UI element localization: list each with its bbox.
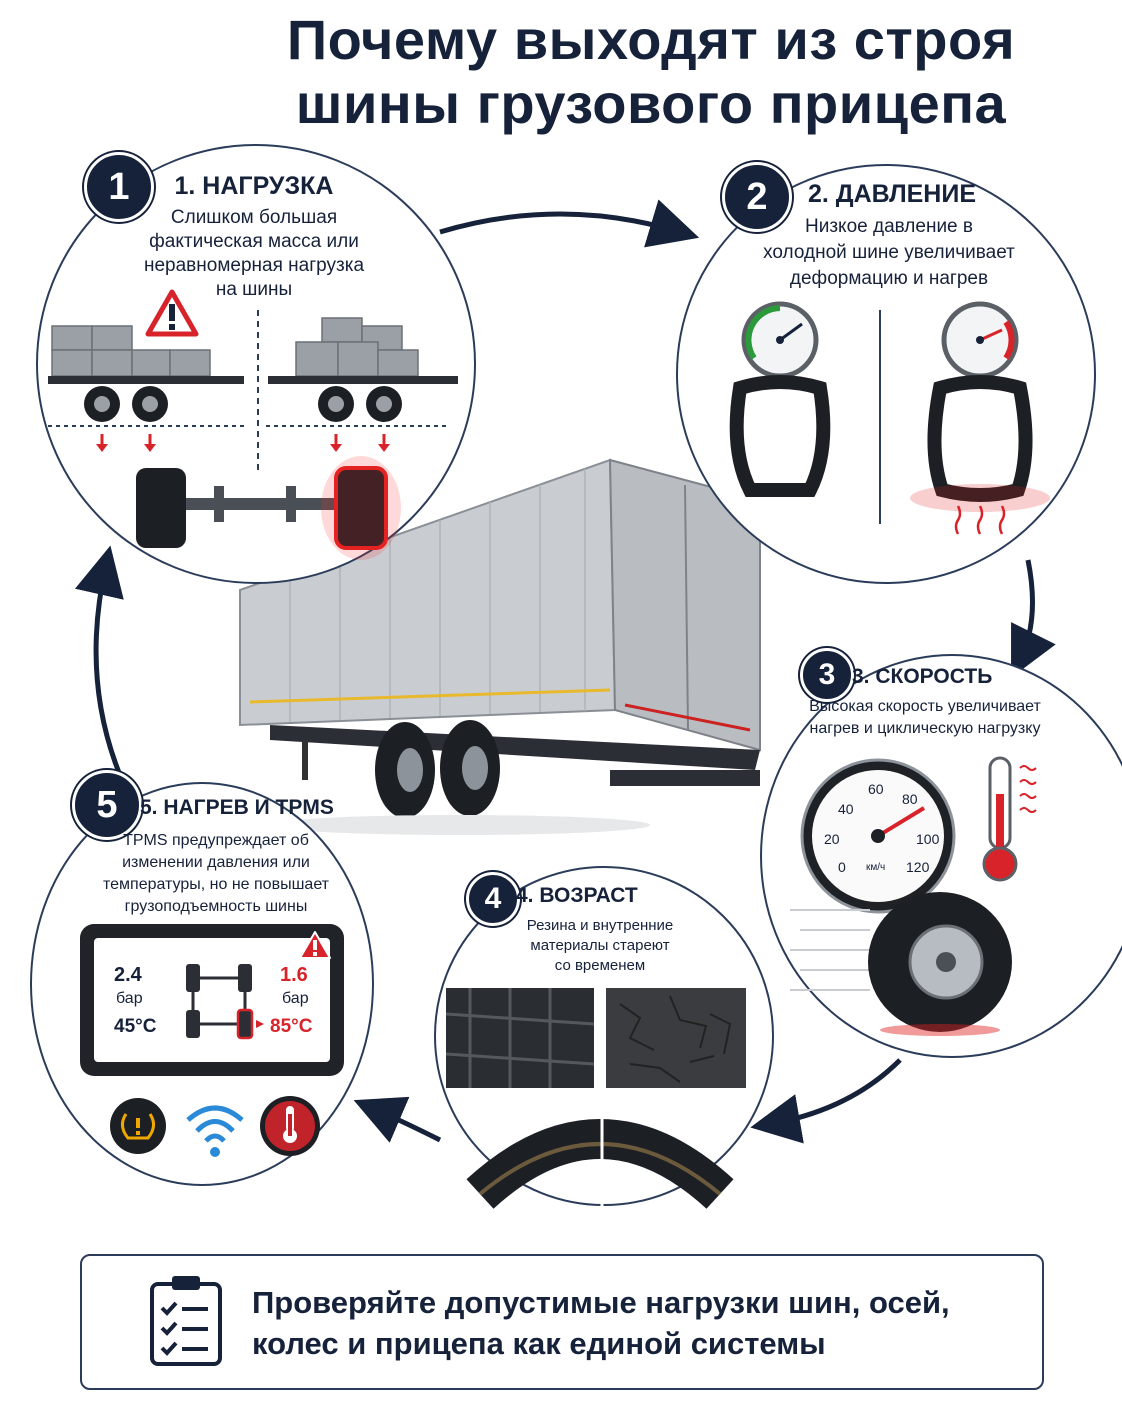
arrow-1-to-2 — [439, 199, 700, 248]
step-4-line-2: материалы стареют — [530, 937, 670, 954]
axle-top-view — [136, 456, 401, 560]
right-unit: бар — [282, 990, 309, 1007]
speed-unit: км/ч — [866, 862, 885, 873]
speed-tick-100: 100 — [916, 831, 940, 847]
step-5-badge: 5 — [72, 770, 142, 840]
step-4-badge: 4 — [466, 872, 520, 926]
step-2-pressure-circle — [676, 164, 1096, 584]
page-title: Почему выходят из строя шины грузового п… — [0, 8, 1122, 136]
right-temperature: 85°C — [270, 1016, 313, 1037]
tpms-screen: 2.4 бар 45°C 1.6 бар 85°C — [94, 938, 330, 1062]
step-4-line-3: со временем — [554, 957, 646, 974]
warning-triangle-icon — [145, 289, 199, 337]
tpms-icon — [110, 1098, 166, 1154]
speed-tick-0: 0 — [838, 859, 846, 875]
step-4-title: 4. ВОЗРАСТ — [516, 884, 638, 907]
title-line-1: Почему выходят из строя — [286, 8, 1016, 71]
left-pressure: 2.4 — [114, 964, 142, 986]
speed-tick-120: 120 — [906, 859, 930, 875]
display-warning-icon — [299, 931, 331, 959]
step-2-line-1: Низкое давление в — [805, 216, 973, 237]
trailer-wheels — [375, 720, 500, 818]
footer-line-2: колес и прицепа как единой системы — [252, 1326, 826, 1361]
step-1-line-4: на шины — [215, 279, 293, 300]
step-1-title: 1. НАГРУЗКА — [174, 172, 334, 200]
step-3-title: 3. СКОРОСТЬ — [852, 665, 993, 688]
step-4-illustration — [445, 988, 746, 1214]
speed-tick-60: 60 — [868, 781, 884, 797]
uneven-load-trailer — [266, 317, 458, 452]
speedometer-icon: 0 20 40 60 80 100 120 км/ч — [800, 758, 956, 914]
step-2-badge: 2 — [722, 162, 792, 232]
speed-tick-80: 80 — [902, 791, 918, 807]
arrow-5-to-1 — [75, 545, 125, 781]
step-3-badge: 3 — [800, 648, 854, 702]
step-3-description: Высокая скорость увеличивает нагрев и ци… — [790, 696, 1060, 740]
step-2-illustration — [729, 301, 1050, 535]
step-4-description: Резина и внутренние материалы стареют со… — [490, 916, 710, 976]
footer-callout: Проверяйте допустимые нагрузки шин, осей… — [80, 1254, 1044, 1390]
title-line-2: шины грузового прицепа — [295, 72, 1007, 135]
step-3-line-1: Высокая скорость увеличивает — [809, 698, 1041, 715]
footer-text: Проверяйте допустимые нагрузки шин, осей… — [252, 1282, 1012, 1364]
wifi-icon — [186, 1105, 244, 1157]
step-1-description: Слишком большая фактическая масса или не… — [104, 206, 404, 302]
step-5-line-3: температуры, но не повышает — [102, 876, 330, 893]
temperature-alert-icon — [260, 1096, 320, 1156]
step-2-title: 2. ДАВЛЕНИЕ — [807, 180, 976, 208]
pressure-gauge-icon — [910, 301, 1050, 535]
step-2-description: Низкое давление в холодной шине увеличив… — [744, 214, 1034, 292]
speed-tick-20: 20 — [824, 831, 840, 847]
checklist-icon — [150, 1276, 222, 1366]
step-1-line-2: фактическая масса или — [149, 231, 359, 252]
step-4-line-1: Резина и внутренние — [526, 917, 674, 934]
arrow-3-to-4 — [750, 1058, 902, 1144]
arrow-2-to-3 — [1011, 559, 1056, 678]
step-1-line-1: Слишком большая — [170, 207, 338, 228]
step-5-line-2: изменении давления или — [122, 854, 310, 871]
step-1-line-3: неравномерная нагрузка — [143, 255, 365, 276]
step-3-line-2: нагрев и циклическую нагрузку — [809, 720, 1041, 737]
semi-trailer-illustration — [239, 458, 761, 835]
footer-line-1: Проверяйте допустимые нагрузки шин, осей… — [252, 1285, 950, 1320]
arrow-4-to-5 — [353, 1096, 442, 1143]
step-5-line-1: TPMS предупреждает об — [123, 832, 309, 849]
pressure-gauge-icon — [729, 301, 831, 497]
step-2-line-2: холодной шине увеличивает — [763, 242, 1015, 263]
left-temperature: 45°C — [114, 1016, 157, 1037]
speed-tick-40: 40 — [838, 801, 854, 817]
spinning-wheel-illustration — [790, 892, 1012, 1036]
step-1-illustration — [48, 289, 458, 560]
axle-diagram-icon — [186, 964, 264, 1040]
tpms-display: 2.4 бар 45°C 1.6 бар 85°C — [80, 924, 344, 1076]
even-load-trailer — [48, 325, 246, 452]
thermometer-icon — [982, 756, 1037, 882]
step-1-badge: 1 — [84, 152, 154, 222]
right-pressure: 1.6 — [280, 964, 308, 986]
step-5-title: 5. НАГРЕВ И TPMS — [140, 796, 334, 819]
left-unit: бар — [116, 990, 143, 1007]
step-2-line-3: деформацию и нагрев — [789, 268, 989, 289]
step-5-description: TPMS предупреждает об изменении давления… — [86, 830, 346, 918]
step-5-line-4: грузоподъемность шины — [124, 898, 308, 915]
